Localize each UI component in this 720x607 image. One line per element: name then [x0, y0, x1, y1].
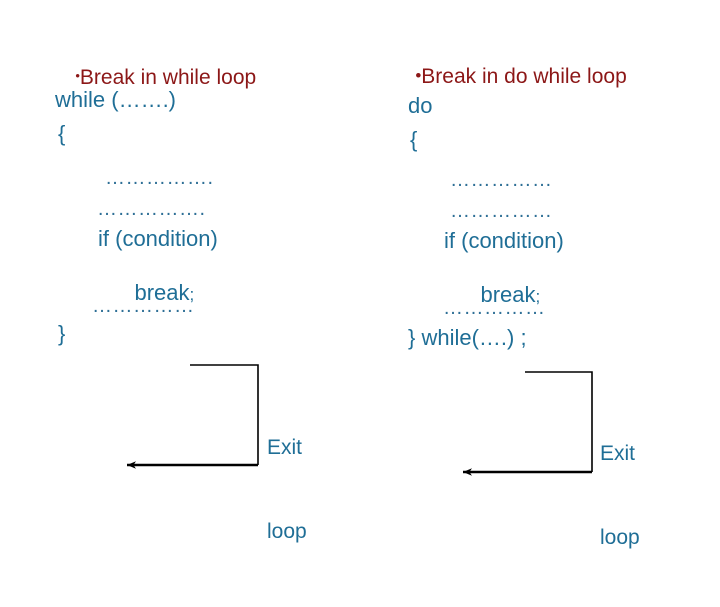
left-if-line: if (condition) [98, 226, 218, 251]
left-exit-label: Exit loop [267, 379, 307, 601]
left-bullet-icon: • [75, 67, 80, 83]
slide-canvas: •Break in while loop while (…….) { ……………… [52, 44, 640, 549]
left-dots-1: ……………. [105, 167, 214, 189]
right-heading: •Break in do while loop [392, 44, 627, 110]
left-break-keyword: break [134, 280, 190, 306]
right-if-line: if (condition) [444, 228, 564, 253]
left-break-semicolon: ; [189, 285, 195, 305]
left-exit-arrow [127, 364, 259, 469]
right-exit-line-1: Exit [600, 442, 636, 466]
right-heading-text: Break in do while loop [421, 65, 627, 89]
right-dots-1: …………… [450, 169, 553, 191]
left-dots-2: ……………. [97, 198, 206, 220]
left-dots-3: …………… [92, 295, 195, 317]
left-open-brace: { [58, 121, 66, 146]
right-open-brace: { [410, 127, 418, 152]
right-break-keyword: break [480, 282, 536, 308]
right-do-line: do [408, 93, 433, 118]
right-dots-3: …………… [443, 297, 546, 319]
right-dots-2: …………… [450, 200, 553, 222]
right-exit-arrow [463, 371, 593, 476]
left-heading-text: Break in while loop [79, 66, 257, 90]
right-close-line: } while(….) ; [408, 325, 527, 350]
left-close-brace: } [58, 321, 66, 346]
left-while-line: while (…….) [55, 87, 177, 112]
right-exit-label: Exit loop [600, 385, 640, 607]
right-bullet-icon: • [415, 65, 422, 85]
left-heading: •Break in while loop [52, 45, 256, 111]
right-break-semicolon: ; [535, 287, 541, 307]
left-exit-line-1: Exit [267, 436, 303, 460]
right-exit-line-2: loop [600, 525, 640, 549]
left-break-statement: break; [110, 258, 194, 327]
left-exit-line-2: loop [267, 519, 307, 543]
right-break-statement: break; [456, 260, 540, 329]
